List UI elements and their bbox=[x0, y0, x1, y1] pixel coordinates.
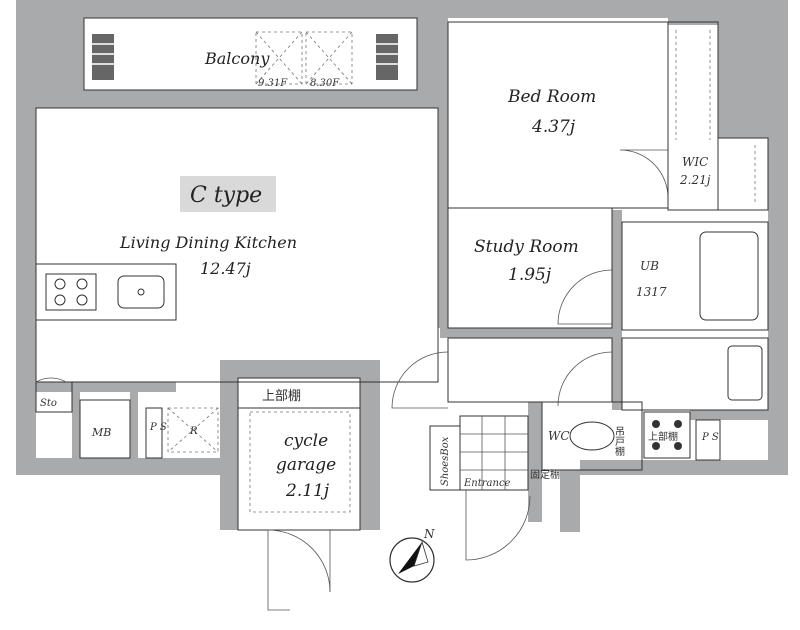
bathtub-icon bbox=[699, 231, 759, 321]
ps-right-label: P S bbox=[701, 432, 719, 443]
wic-shelf-dots bbox=[675, 30, 756, 205]
ps-left-area bbox=[145, 407, 163, 459]
wc-label: WC bbox=[548, 429, 570, 443]
hall-door-left bbox=[391, 351, 449, 409]
ldk-area bbox=[35, 107, 439, 383]
sto-label: Sto bbox=[40, 398, 57, 409]
aircon-unit-left-icon bbox=[92, 34, 114, 80]
compass-label: N bbox=[423, 527, 435, 541]
balcony-dim-right: 8.30F bbox=[310, 78, 340, 89]
balcony-dim-left: 9.31F bbox=[258, 78, 288, 89]
shoesbox-label: ShoesBox bbox=[440, 436, 451, 486]
bedroom-label: Bed Room bbox=[507, 87, 596, 107]
wic-area bbox=[667, 21, 719, 211]
cycle-garage-area bbox=[237, 377, 361, 531]
r-label: R bbox=[189, 426, 198, 437]
hall-door-right bbox=[557, 351, 613, 407]
sto-door bbox=[35, 377, 67, 383]
entrance-area bbox=[459, 415, 529, 491]
washroom-area bbox=[621, 337, 769, 411]
north-compass-icon bbox=[389, 537, 435, 583]
wc-shelf-label: 吊戸棚 bbox=[613, 426, 625, 457]
balcony-label: Balcony bbox=[204, 49, 270, 68]
ub-label: UB bbox=[640, 259, 659, 273]
bedroom-area bbox=[447, 21, 669, 209]
r-hatch bbox=[167, 407, 219, 453]
ldk-label: Living Dining Kitchen bbox=[119, 233, 297, 252]
bedroom-size: 4.37j bbox=[531, 117, 576, 137]
sink-icon bbox=[117, 275, 165, 309]
balcony-area bbox=[83, 17, 418, 91]
cycle-door-arc bbox=[267, 529, 331, 593]
aircon-unit-right-icon bbox=[376, 34, 398, 80]
cycle-label-line2: garage bbox=[276, 455, 336, 475]
fixed-shelf-label: 固定棚 bbox=[530, 468, 560, 481]
wic-size: 2.21j bbox=[679, 173, 711, 187]
ldk-size: 12.47j bbox=[200, 259, 251, 278]
laundry-pan bbox=[643, 411, 691, 459]
cycle-door-left bbox=[267, 530, 290, 611]
study-door-swing bbox=[557, 269, 613, 325]
type-label: C type bbox=[190, 183, 262, 208]
balcony-hatches bbox=[255, 31, 353, 85]
kitchen-counter bbox=[35, 263, 177, 321]
ps-right-area bbox=[695, 419, 721, 461]
cycle-garage-dashed bbox=[249, 411, 351, 513]
cycle-label-line1: cycle bbox=[284, 431, 328, 451]
cycle-size: 2.11j bbox=[285, 481, 330, 501]
wic-extension bbox=[717, 137, 769, 211]
entrance-label: Entrance bbox=[463, 478, 511, 489]
mb-label: MB bbox=[91, 426, 111, 439]
hallway-area bbox=[447, 337, 613, 403]
toilet-icon bbox=[569, 421, 615, 451]
entrance-door-swing bbox=[465, 490, 531, 561]
stove-icon bbox=[45, 273, 97, 311]
bedroom-door-swing bbox=[619, 149, 669, 199]
washbasin-icon bbox=[727, 345, 763, 401]
mb-area bbox=[79, 399, 131, 459]
cycle-upper-shelf-label: 上部棚 bbox=[262, 389, 301, 404]
ps-left-label: P S bbox=[149, 422, 167, 433]
wc-area bbox=[541, 401, 643, 471]
study-size: 1.95j bbox=[508, 265, 552, 285]
wic-label: WIC bbox=[682, 155, 708, 169]
ub-area bbox=[621, 221, 769, 331]
walls bbox=[16, 0, 788, 532]
study-label: Study Room bbox=[474, 237, 579, 257]
sto-area bbox=[35, 381, 73, 413]
type-label-box bbox=[180, 176, 276, 212]
laundry-shelf-label: 上部棚 bbox=[648, 430, 678, 443]
study-area bbox=[447, 207, 613, 329]
ub-size: 1317 bbox=[636, 285, 667, 299]
